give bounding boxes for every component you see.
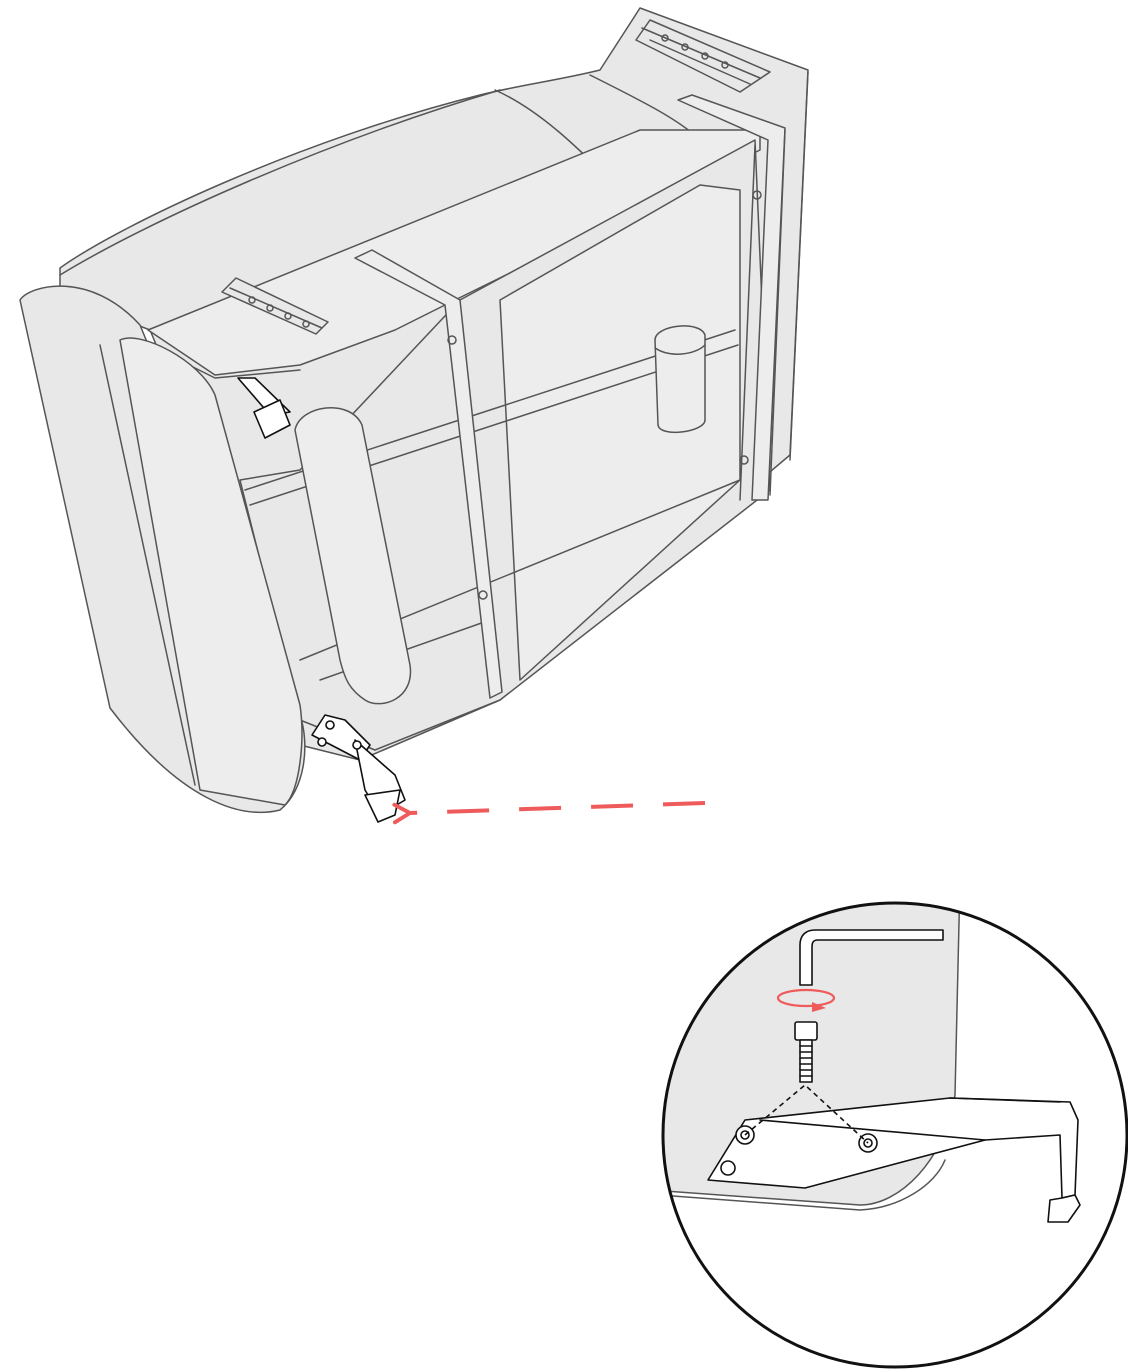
strap-hole-lower xyxy=(478,590,488,600)
top-rail xyxy=(635,19,771,93)
back-cushion-seam xyxy=(59,89,501,276)
oval-handle-cutout xyxy=(294,407,412,705)
detail-sofa-surface xyxy=(663,905,1127,1367)
support-block xyxy=(654,325,706,433)
rotation-arrow-icon xyxy=(776,988,836,1012)
right-strap-hole-upper xyxy=(752,190,762,200)
strap-hole-upper xyxy=(447,335,457,345)
detail-pin-hole xyxy=(720,1160,736,1176)
detail-view xyxy=(661,901,1128,1369)
armrest-inner xyxy=(119,337,303,806)
base-mount-plate xyxy=(221,277,329,335)
detail-circle-border xyxy=(661,901,1128,1369)
detail-bolt xyxy=(794,1021,818,1083)
leg-bracket-installed xyxy=(237,377,291,439)
leader-arrow xyxy=(392,801,706,825)
leg-bracket-target xyxy=(311,714,406,823)
top-mount-plate xyxy=(641,27,761,85)
right-strap-hole-lower xyxy=(739,455,749,465)
detail-allen-key-icon xyxy=(799,929,944,986)
bolt-guide-lines xyxy=(744,1083,869,1144)
inner-frame-panel xyxy=(499,184,741,681)
detail-leg-bracket xyxy=(707,1097,1081,1223)
center-strap xyxy=(354,249,503,699)
sofa-section xyxy=(19,7,809,823)
right-strap xyxy=(677,94,786,501)
